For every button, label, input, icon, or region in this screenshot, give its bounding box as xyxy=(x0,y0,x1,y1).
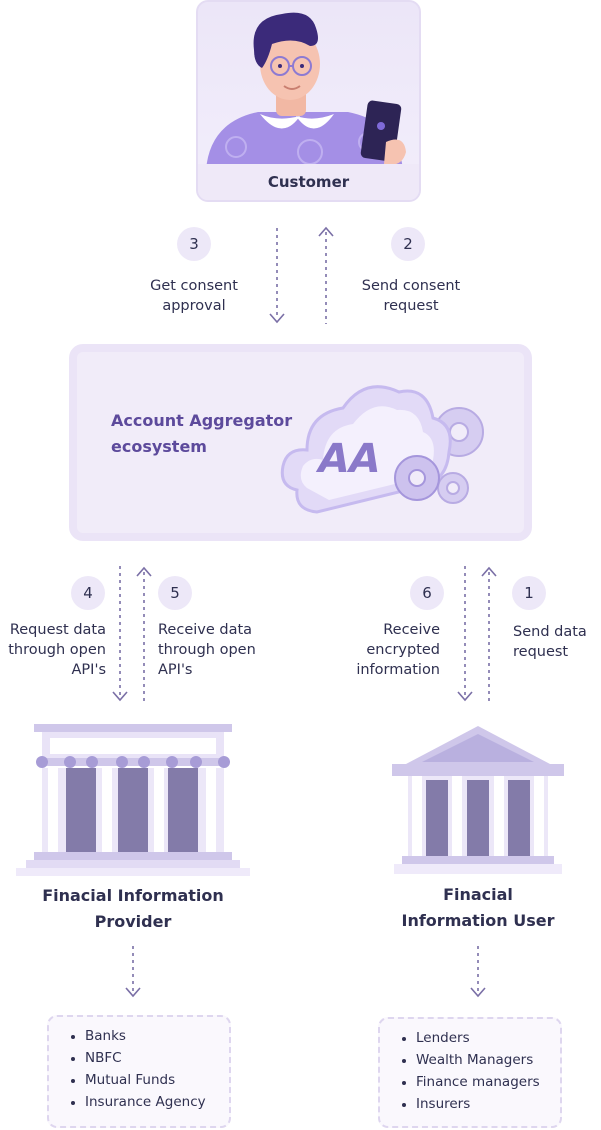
step-4-line-3: API's xyxy=(71,662,106,678)
step-6-badge: 6 xyxy=(410,576,444,610)
step-5-line-1: Receive data xyxy=(158,622,253,638)
fip-list-box: Banks NBFC Mutual Funds Insurance Agency xyxy=(47,1015,231,1128)
fip-title-line-2: Provider xyxy=(94,912,172,931)
fiu-title: Finacial Information User xyxy=(368,882,588,934)
arrow-down-consent-approval xyxy=(269,228,285,324)
list-item: Wealth Managers xyxy=(402,1049,548,1071)
step-3-label: Get consent approval xyxy=(128,276,260,316)
list-item: Finance managers xyxy=(402,1071,548,1093)
aa-title-line-2: ecosystem xyxy=(111,437,207,456)
fiu-title-line-2: Information User xyxy=(401,911,555,930)
list-item: NBFC xyxy=(71,1047,217,1069)
customer-card: Customer xyxy=(196,0,421,202)
aa-logo-text: AA xyxy=(314,434,387,481)
step-4-badge: 4 xyxy=(71,576,105,610)
step-5-badge: 5 xyxy=(158,576,192,610)
aa-title-line-1: Account Aggregator xyxy=(111,411,293,430)
fip-title-line-1: Finacial Information xyxy=(42,886,224,905)
step-6-line-3: information xyxy=(356,662,440,678)
step-4-line-1: Request data xyxy=(9,622,106,638)
aa-title: Account Aggregator ecosystem xyxy=(111,408,292,460)
list-item: Lenders xyxy=(402,1027,548,1049)
list-item: Banks xyxy=(71,1025,217,1047)
arrow-down-encrypted-info xyxy=(457,566,473,702)
step-2-badge: 2 xyxy=(391,227,425,261)
arrow-up-send-data-request xyxy=(481,566,497,702)
arrow-down-fip-list xyxy=(125,946,141,998)
step-4-line-2: through open xyxy=(8,642,106,658)
step-1-line-1: Send data xyxy=(513,624,587,640)
step-5-line-2: through open xyxy=(158,642,256,658)
aa-ecosystem-card: Account Aggregator ecosystem AA xyxy=(69,344,532,541)
step-1-badge: 1 xyxy=(512,576,546,610)
step-3-line-2: approval xyxy=(162,298,226,314)
fip-title: Finacial Information Provider xyxy=(20,883,246,935)
fip-list: Banks NBFC Mutual Funds Insurance Agency xyxy=(71,1025,217,1113)
step-1-line-2: request xyxy=(513,644,569,660)
step-4-label: Request data through open API's xyxy=(0,620,106,680)
step-1-label: Send data request xyxy=(513,622,599,662)
customer-illustration xyxy=(206,12,406,170)
step-6-line-2: encrypted xyxy=(366,642,440,658)
list-item: Mutual Funds xyxy=(71,1069,217,1091)
aa-cloud-gear-icon: AA xyxy=(280,385,484,514)
list-item: Insurance Agency xyxy=(71,1091,217,1113)
step-2-line-1: Send consent xyxy=(361,278,461,294)
fiu-title-line-1: Finacial xyxy=(443,885,513,904)
list-item: Insurers xyxy=(402,1093,548,1115)
step-2-label: Send consent request xyxy=(345,276,477,316)
step-3-badge: 3 xyxy=(177,227,211,261)
arrow-up-receive-data xyxy=(136,566,152,702)
step-3-line-1: Get consent xyxy=(150,278,238,294)
step-6-label: Receive encrypted information xyxy=(330,620,440,680)
arrow-up-consent-request xyxy=(318,226,334,324)
fiu-list: Lenders Wealth Managers Finance managers… xyxy=(402,1027,548,1115)
fiu-list-box: Lenders Wealth Managers Finance managers… xyxy=(378,1017,562,1128)
arrow-down-fiu-list xyxy=(470,946,486,998)
step-6-line-1: Receive xyxy=(383,622,440,638)
step-5-line-3: API's xyxy=(158,662,193,678)
step-5-label: Receive data through open API's xyxy=(158,620,278,680)
step-2-line-2: request xyxy=(383,298,439,314)
customer-label: Customer xyxy=(198,164,419,200)
bank-building-icon xyxy=(16,724,250,876)
bank-building-icon-user xyxy=(392,726,564,874)
arrow-down-request-data xyxy=(112,566,128,702)
